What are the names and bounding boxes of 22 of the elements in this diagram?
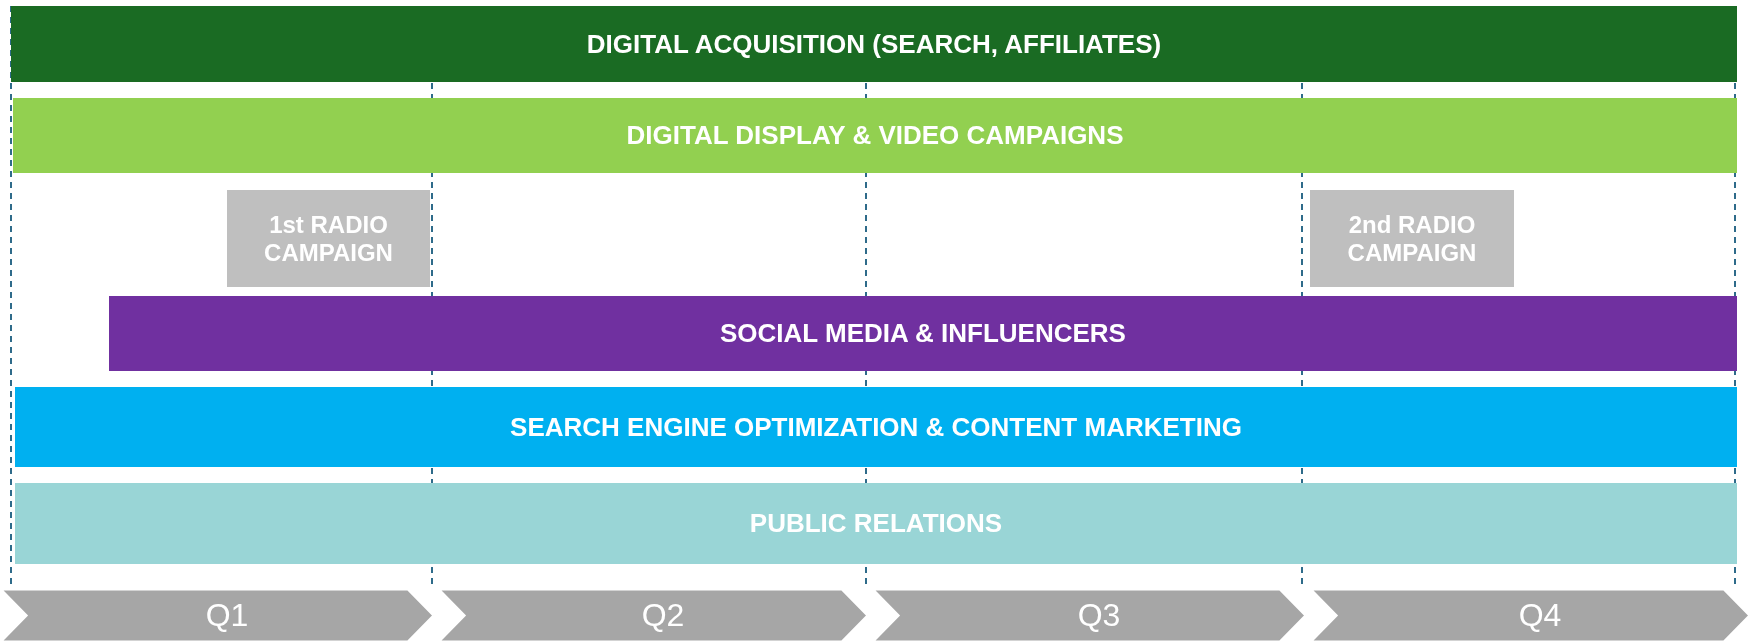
activity-box (1310, 190, 1514, 287)
activity-box (227, 190, 430, 287)
activity-label: PUBLIC RELATIONS (749, 508, 1003, 539)
quarter-label: Q2 (641, 597, 685, 634)
activity-bar (13, 98, 1737, 173)
activity-label: DIGITAL ACQUISITION (SEARCH, AFFILIATES) (586, 28, 1162, 60)
activity-label: SOCIAL MEDIA & INFLUENCERS (720, 318, 1126, 349)
quarter-segment (872, 589, 1306, 642)
activity-bar (15, 483, 1737, 564)
activity-label: 1st RADIO CAMPAIGN (263, 210, 394, 267)
activity-bar (109, 296, 1737, 371)
activity-label: SEARCH ENGINE OPTIMIZATION & CONTENT MARKETING (510, 411, 1242, 443)
activity-label: DIGITAL DISPLAY & VIDEO CAMPAIGNS (626, 120, 1124, 151)
quarter-label: Q4 (1518, 597, 1562, 634)
quarter-segment (1310, 589, 1750, 642)
activity-bar (15, 387, 1737, 467)
activity-bar (11, 6, 1737, 82)
activity-label: 2nd RADIO CAMPAIGN (1346, 210, 1478, 267)
quarter-label: Q3 (1077, 597, 1121, 634)
quarter-label: Q1 (205, 597, 249, 634)
quarter-segment (0, 589, 434, 642)
quarter-segment (438, 589, 868, 642)
